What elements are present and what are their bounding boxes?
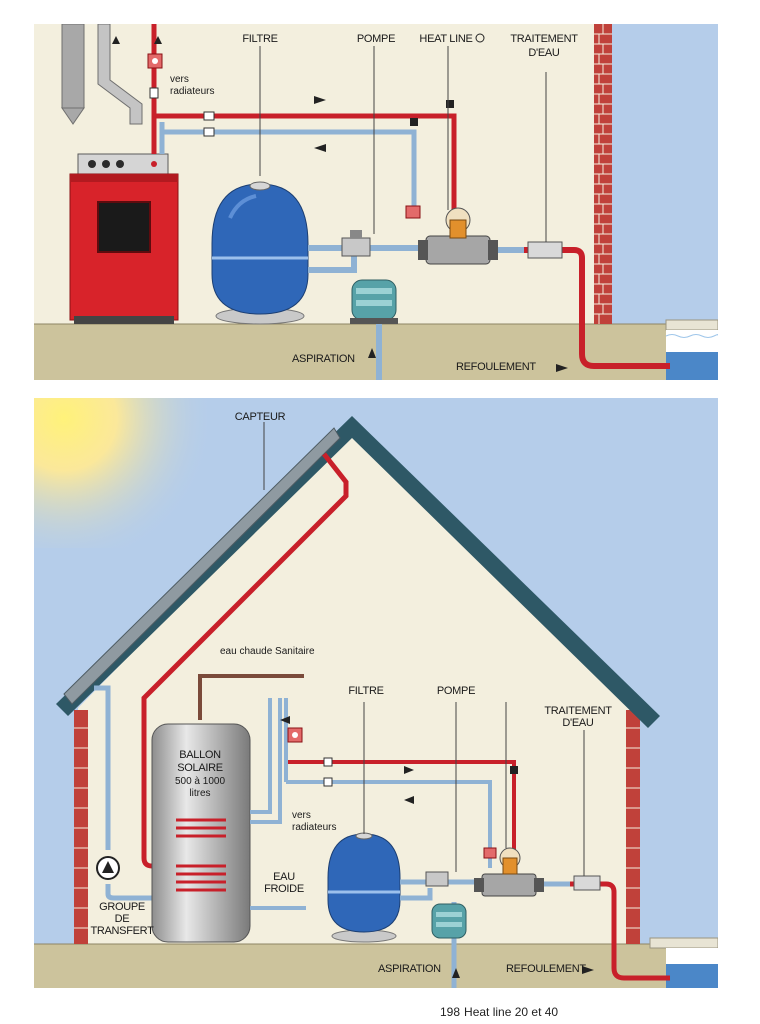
- bottom-pool-pump: [431, 903, 467, 939]
- bottom-radiator-circulator: [287, 727, 303, 743]
- bottom-valve-2: [323, 777, 333, 787]
- label-aspiration: ASPIRATION: [292, 353, 355, 365]
- valve-top-4: [410, 118, 418, 126]
- top-pool: [665, 319, 718, 380]
- label-filtre: FILTRE: [242, 33, 277, 45]
- flow-arrow-up: [112, 36, 120, 44]
- bottom-water-treatment-unit: [573, 875, 601, 891]
- chimney-flue: [61, 24, 143, 125]
- label-refoulement: REFOULEMENT: [456, 361, 536, 373]
- label-ballon-3: 500 à 1000: [175, 776, 225, 787]
- label-eau-chaude: eau chaude Sanitaire: [220, 646, 315, 657]
- bottom-heat-line-exchanger: [474, 847, 544, 897]
- label-pompe-bottom: POMPE: [437, 685, 475, 697]
- label-traitement-line1: TRAITEMENT: [510, 33, 578, 45]
- top-refoulement-pipe: [498, 241, 670, 369]
- label-aspiration-bottom: ASPIRATION: [378, 963, 441, 975]
- transfer-group-pump: [96, 856, 120, 880]
- sun: [34, 398, 224, 548]
- hot-water-out-arrow: [280, 716, 290, 724]
- valve-top-1: [149, 87, 159, 99]
- bottom-flow-arrow-left: [404, 796, 414, 804]
- flow-arrow-left: [314, 144, 326, 152]
- tank-side-pipes: [250, 698, 516, 910]
- top-diagram-panel: FILTRE POMPE HEAT LINE TRAITEMENT D'EAU …: [34, 24, 718, 380]
- bottom-brick-wall-right: [626, 710, 640, 944]
- product-name: Heat line 20 et 40: [464, 1005, 559, 1019]
- tank-coil-lower: [176, 864, 226, 892]
- label-heat-line: HEAT LINE: [419, 33, 472, 45]
- page-number: 198: [440, 1005, 461, 1019]
- label-traitement-bottom-2: D'EAU: [562, 717, 594, 729]
- registered-mark-icon: [475, 33, 485, 43]
- label-vers-bottom-2: radiateurs: [292, 822, 336, 833]
- valve-top-3: [203, 127, 215, 137]
- flow-arrow-up-2: [154, 36, 162, 44]
- label-capteur: CAPTEUR: [235, 411, 286, 423]
- top-outside-sky: [612, 24, 718, 324]
- solar-storage-tank: [151, 723, 251, 943]
- bottom-ground: [34, 944, 718, 988]
- bottom-leader-lines: [263, 422, 585, 876]
- flow-arrow-right: [314, 96, 326, 104]
- bottom-sand-filter: [327, 832, 401, 943]
- hot-sanitary-water-pipe: [198, 674, 304, 720]
- boiler: [69, 153, 179, 324]
- label-groupe-3: TRANSFERT: [90, 925, 154, 937]
- bottom-pool: [649, 937, 718, 988]
- solar-collector: [63, 427, 341, 705]
- valve-top-5: [446, 100, 454, 108]
- bottom-aspiration-arrow: [452, 968, 460, 978]
- bottom-brick-wall-left: [74, 710, 88, 944]
- label-eau-froide-2: FROIDE: [264, 883, 304, 895]
- label-ballon-1: BALLON: [179, 749, 221, 761]
- bottom-multiport-valve: [425, 871, 449, 887]
- bottom-valve-1: [323, 757, 333, 767]
- top-leader-lines: [259, 46, 547, 242]
- label-refoulement-bottom: REFOULEMENT: [506, 963, 586, 975]
- bottom-flow-arrow-right: [404, 766, 414, 774]
- bottom-diagram-panel: CAPTEUR eau chaude Sanitaire FILTRE POMP…: [34, 398, 718, 988]
- label-traitement-bottom-1: TRAITEMENT: [544, 705, 612, 717]
- label-traitement-line2: D'EAU: [528, 47, 560, 59]
- tank-coil-upper: [176, 818, 226, 838]
- bottom-diagram-svg: CAPTEUR eau chaude Sanitaire FILTRE POMP…: [34, 398, 718, 988]
- bottom-valve-3: [510, 766, 518, 774]
- aspiration-arrow: [368, 348, 376, 358]
- water-treatment-unit: [527, 241, 563, 259]
- label-eau-froide-1: EAU: [273, 871, 295, 883]
- label-ballon-2: SOLAIRE: [177, 762, 223, 774]
- multiport-valve: [341, 230, 371, 257]
- top-diagram-svg: FILTRE POMPE HEAT LINE TRAITEMENT D'EAU …: [34, 24, 718, 380]
- label-filtre-bottom: FILTRE: [348, 685, 383, 697]
- bottom-refoulement-pipe: [544, 875, 670, 981]
- solar-loop-pipes: [94, 452, 349, 901]
- label-vers-2: radiateurs: [170, 86, 214, 97]
- sand-filter: [211, 181, 309, 325]
- pool-pump: [350, 279, 398, 324]
- bottom-refoulement-arrow: [582, 966, 594, 974]
- label-ballon-4: litres: [189, 788, 210, 799]
- valve-top-2: [203, 111, 215, 121]
- label-pompe: POMPE: [357, 33, 395, 45]
- heat-line-exchanger: [405, 205, 498, 265]
- transfer-pump-arrow-icon: [102, 861, 114, 873]
- label-vers-1: vers: [170, 74, 189, 85]
- refoulement-arrow: [556, 364, 568, 372]
- top-brick-wall: [594, 24, 612, 324]
- label-vers-bottom-1: vers: [292, 810, 311, 821]
- radiator-circulator-pump: [147, 53, 163, 69]
- label-groupe-1: GROUPE: [99, 901, 145, 913]
- label-groupe-2: DE: [115, 913, 130, 925]
